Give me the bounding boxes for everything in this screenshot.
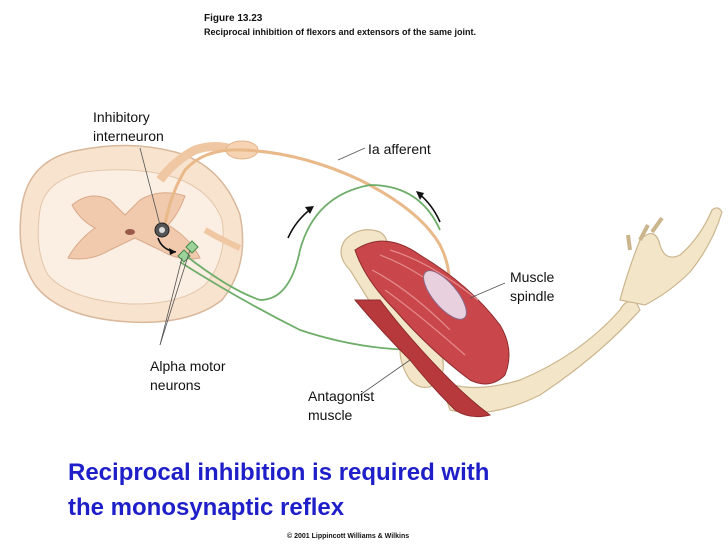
antagonist-label-line2: muscle	[308, 407, 353, 423]
spinal-cord-section	[19, 142, 244, 324]
figure-caption: Reciprocal inhibition of flexors and ext…	[204, 27, 477, 37]
antagonist-muscle-label: Antagonist muscle	[308, 387, 374, 425]
motor-direction-arrow	[287, 207, 313, 239]
ia-afferent-fiber	[163, 148, 451, 301]
inhibitory-interneuron-label: Inhibitory interneuron	[93, 108, 164, 146]
inhibitory-interneuron	[154, 222, 170, 238]
ia-afferent-label: Ia afferent	[368, 141, 431, 157]
muscle-label-line2: spindle	[510, 288, 555, 304]
motor-fiber-agonist	[184, 184, 441, 301]
alpha-motor-neurons-label: Alpha motor neurons	[150, 357, 225, 395]
slide-title: Reciprocal inhibition is required with t…	[68, 455, 489, 525]
motor-fiber-antagonist	[179, 261, 421, 351]
copyright-notice: © 2001 Lippincott Williams & Wilkins	[287, 533, 410, 540]
figure-number: Figure 13.23	[204, 13, 263, 24]
inhibitory-label-line1: Inhibitory	[93, 109, 150, 125]
alpha-label-line2: neurons	[150, 377, 201, 393]
muscle-label-line1: Muscle	[510, 269, 555, 285]
alpha-label-line1: Alpha motor	[150, 358, 226, 374]
muscle-spindle-label: Muscle spindle	[510, 268, 554, 306]
muscle-spindle	[423, 270, 467, 320]
central-canal	[125, 229, 135, 235]
antagonist-label-line1: Antagonist	[308, 388, 375, 404]
slide-title-line2: the monosynaptic reflex	[68, 494, 345, 521]
arm-muscles	[353, 240, 510, 418]
leader-lines	[139, 147, 506, 396]
slide-title-line1: Reciprocal inhibition is required with	[68, 459, 490, 486]
inhibitory-label-line2: interneuron	[93, 128, 164, 144]
